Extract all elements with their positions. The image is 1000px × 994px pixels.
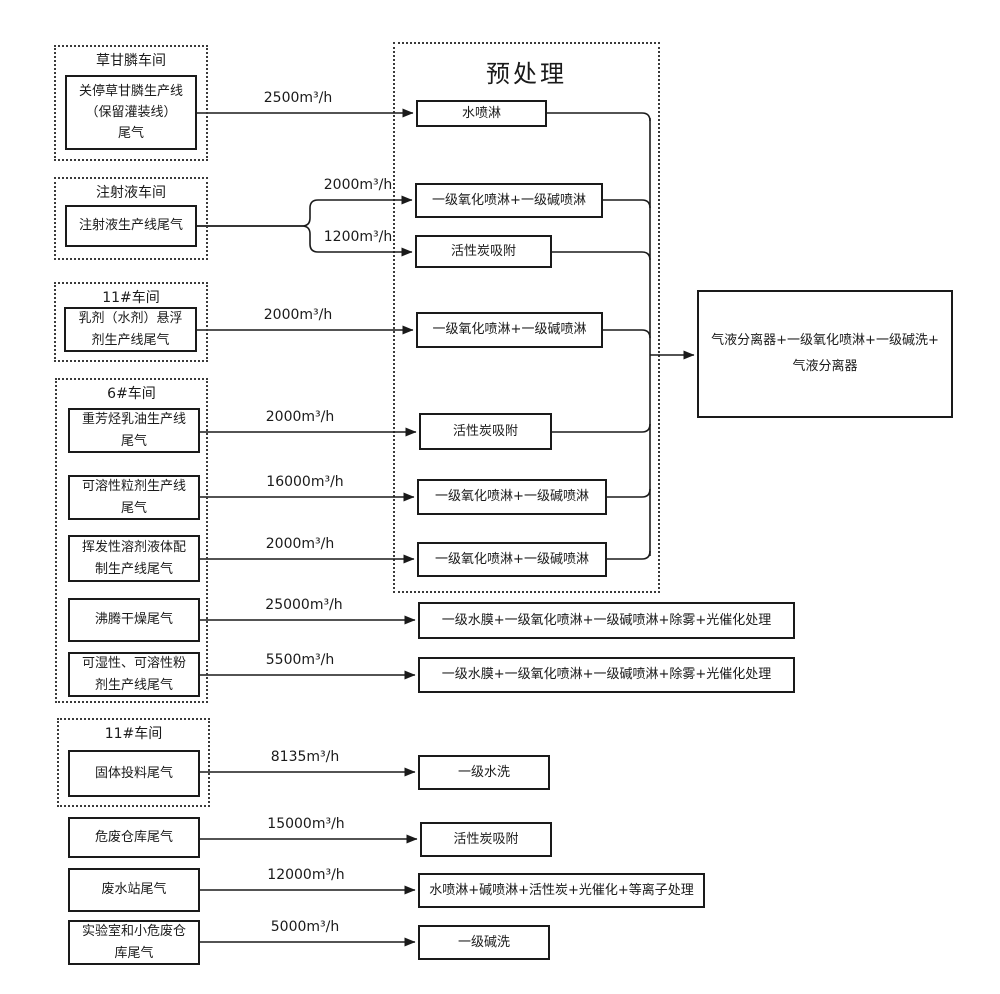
source-volatile-solvent-tail-gas: 挥发性溶剂液体配 制生产线尾气 [68,535,200,582]
group-title-workshop-11a: 11#车间 [102,290,160,306]
treatment-water-wash: 一级水洗 [418,755,550,790]
source-wettable-soluble-powder-tail-gas: 可湿性、可溶性粉 剂生产线尾气 [68,652,200,697]
flow-rate-label-1200: 1200m³/h [323,229,393,245]
flow-rate-label-2500: 2500m³/h [263,90,333,106]
group-workshop-11b: 11#车间 [57,718,210,807]
flow-rate-label-15000: 15000m³/h [267,816,345,832]
treatment-spray-carbon-plasma: 水喷淋+碱喷淋+活性炭+光催化+等离子处理 [418,873,705,908]
flow-rate-label-5500: 5500m³/h [265,652,335,668]
group-title-workshop-6: 6#车间 [107,386,156,402]
flow-rate-label-5000: 5000m³/h [270,919,340,935]
flow-rate-label-2000d: 2000m³/h [265,536,335,552]
group-workshop-6: 6#车间 [55,378,208,703]
treatment-alkali-wash: 一级碱洗 [418,925,550,960]
treatment-oxidation-alkali-spray-3: 一级氧化喷淋+一级碱喷淋 [417,479,607,515]
source-fluidized-drying-tail-gas: 沸腾干燥尾气 [68,598,200,642]
treatment-activated-carbon-3: 活性炭吸附 [420,822,552,857]
final-treatment-box: 气液分离器+一级氧化喷淋+一级碱洗+ 气液分离器 [697,290,953,418]
flow-rate-label-25000: 25000m³/h [265,597,343,613]
treatment-waterfilm-photocatalytic-2: 一级水膜+一级氧化喷淋+一级碱喷淋+除雾+光催化处理 [418,657,795,693]
treatment-oxidation-alkali-spray-1: 一级氧化喷淋+一级碱喷淋 [415,183,603,218]
flow-rate-label-2000a: 2000m³/h [323,177,393,193]
treatment-activated-carbon-1: 活性炭吸附 [415,235,552,268]
group-workshop-11a: 11#车间 [54,282,208,362]
group-injection-workshop: 注射液车间 [54,177,208,260]
pretreatment-title: 预处理 [486,60,567,88]
treatment-activated-carbon-2: 活性炭吸附 [419,413,552,450]
source-soluble-granule-tail-gas: 可溶性粒剂生产线 尾气 [68,475,200,520]
source-injection-line-tail-gas: 注射液生产线尾气 [65,205,197,247]
group-title-workshop-11b: 11#车间 [104,726,163,742]
flow-rate-label-2000c: 2000m³/h [265,409,335,425]
source-laboratory-small-hazwaste-tail-gas: 实验室和小危废仓 库尾气 [68,920,200,965]
group-glyphosate-workshop: 草甘膦车间 [54,45,208,161]
source-hazardous-waste-warehouse-tail-gas: 危废仓库尾气 [68,817,200,858]
source-wastewater-station-tail-gas: 废水站尾气 [68,868,200,912]
flow-rate-label-2000b: 2000m³/h [263,307,333,323]
source-glyphosate-line-tail-gas: 关停草甘膦生产线 （保留灌装线） 尾气 [65,75,197,150]
treatment-water-spray: 水喷淋 [416,100,547,127]
group-title-glyphosate: 草甘膦车间 [96,53,166,69]
source-heavy-aromatic-ec-tail-gas: 重芳烃乳油生产线 尾气 [68,408,200,453]
group-title-injection: 注射液车间 [96,185,166,201]
treatment-oxidation-alkali-spray-2: 一级氧化喷淋+一级碱喷淋 [416,312,603,348]
flow-rate-label-12000: 12000m³/h [267,867,345,883]
treatment-oxidation-alkali-spray-4: 一级氧化喷淋+一级碱喷淋 [417,542,607,577]
flow-rate-label-8135: 8135m³/h [270,749,340,765]
flow-rate-label-16000: 16000m³/h [266,474,344,490]
source-solid-feeding-tail-gas: 固体投料尾气 [68,750,200,797]
treatment-waterfilm-photocatalytic-1: 一级水膜+一级氧化喷淋+一级碱喷淋+除雾+光催化处理 [418,602,795,639]
pretreatment-section: 预处理 [393,42,660,593]
source-emulsion-suspension-tail-gas: 乳剂（水剂）悬浮 剂生产线尾气 [64,307,197,352]
